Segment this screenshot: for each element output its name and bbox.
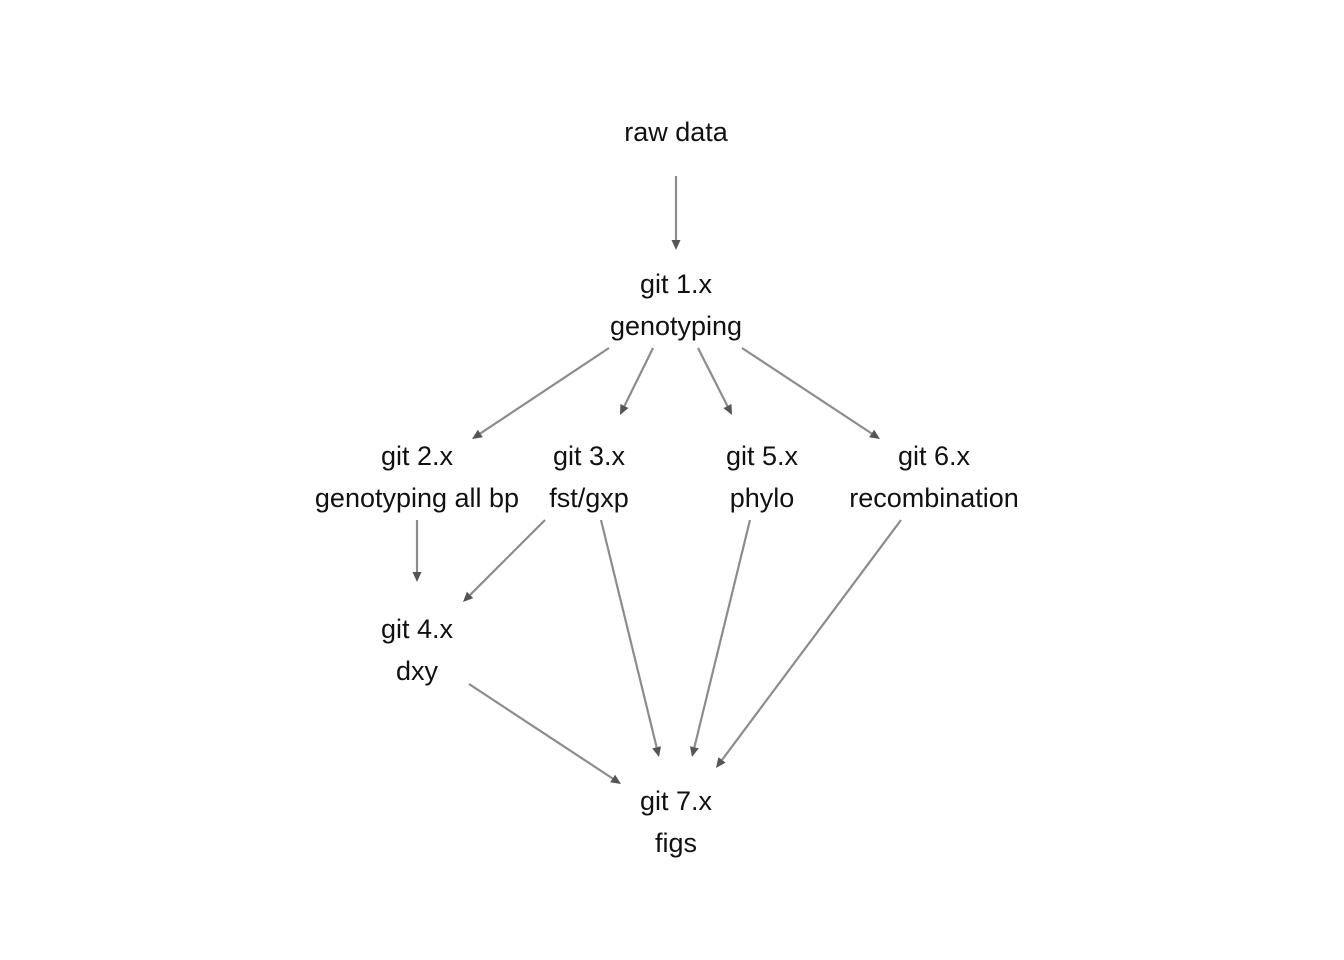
node-git1-line-0: git 1.x	[640, 269, 713, 299]
arrow-head-icon	[610, 774, 621, 784]
edge-git4-git7	[468, 683, 621, 784]
edge-git3-git4	[463, 519, 546, 602]
arrow-head-icon	[671, 240, 681, 250]
node-raw-line-0: raw data	[624, 117, 729, 147]
edge-line-git1-git6	[741, 347, 873, 435]
node-git7: git 7.x figs	[640, 786, 713, 858]
edge-line-git1-git5	[697, 347, 729, 407]
arrow-head-icon	[620, 404, 629, 415]
node-git2-line-1: genotyping all bp	[315, 483, 519, 513]
node-git5-line-0: git 5.x	[726, 441, 799, 471]
node-git1-line-1: genotyping	[610, 311, 742, 341]
node-git5-line-1: phylo	[730, 483, 795, 513]
node-git2: git 2.x genotyping all bp	[315, 441, 519, 513]
edge-git5-git7	[690, 519, 752, 757]
arrow-head-icon	[463, 591, 474, 602]
arrow-head-icon	[869, 429, 880, 439]
node-git2-line-0: git 2.x	[381, 441, 454, 471]
node-git5: git 5.x phylo	[726, 441, 799, 513]
node-git6-line-1: recombination	[849, 483, 1019, 513]
edge-line-git1-git2	[479, 347, 610, 435]
edge-line-git1-git3	[623, 347, 654, 407]
nodes-layer: raw data git 1.x genotyping git 2.x genotypi…	[315, 117, 1019, 858]
arrow-head-icon	[690, 746, 699, 757]
edge-git2-git4	[412, 520, 422, 582]
node-git4-line-1: dxy	[396, 656, 439, 686]
node-git3: git 3.x fst/gxp	[549, 441, 629, 513]
arrow-head-icon	[472, 429, 483, 439]
node-git3-line-0: git 3.x	[553, 441, 626, 471]
edge-line-git4-git7	[468, 683, 614, 780]
edge-git1-git5	[697, 347, 732, 415]
node-git3-line-1: fst/gxp	[549, 483, 629, 513]
edge-line-git5-git7	[693, 519, 752, 748]
edge-git1-git6	[741, 347, 880, 439]
edge-git6-git7	[716, 519, 902, 768]
edge-line-git3-git4	[469, 519, 546, 596]
node-git4-line-0: git 4.x	[381, 614, 454, 644]
node-raw: raw data	[624, 117, 729, 147]
arrow-head-icon	[716, 757, 726, 768]
edges-layer	[412, 176, 902, 784]
edge-git3-git7	[599, 519, 661, 757]
arrow-head-icon	[723, 404, 732, 415]
edge-raw-git1	[671, 176, 681, 250]
edge-line-git3-git7	[599, 519, 658, 748]
arrow-head-icon	[412, 572, 422, 582]
arrow-head-icon	[652, 746, 661, 757]
node-git6: git 6.x recombination	[849, 441, 1019, 513]
node-git1: git 1.x genotyping	[610, 269, 742, 341]
edge-line-git6-git7	[721, 519, 902, 761]
node-git7-line-0: git 7.x	[640, 786, 713, 816]
node-git4: git 4.x dxy	[381, 614, 454, 686]
node-git6-line-0: git 6.x	[898, 441, 971, 471]
node-git7-line-1: figs	[655, 828, 697, 858]
edge-git1-git3	[620, 347, 654, 415]
edge-git1-git2	[472, 347, 610, 439]
